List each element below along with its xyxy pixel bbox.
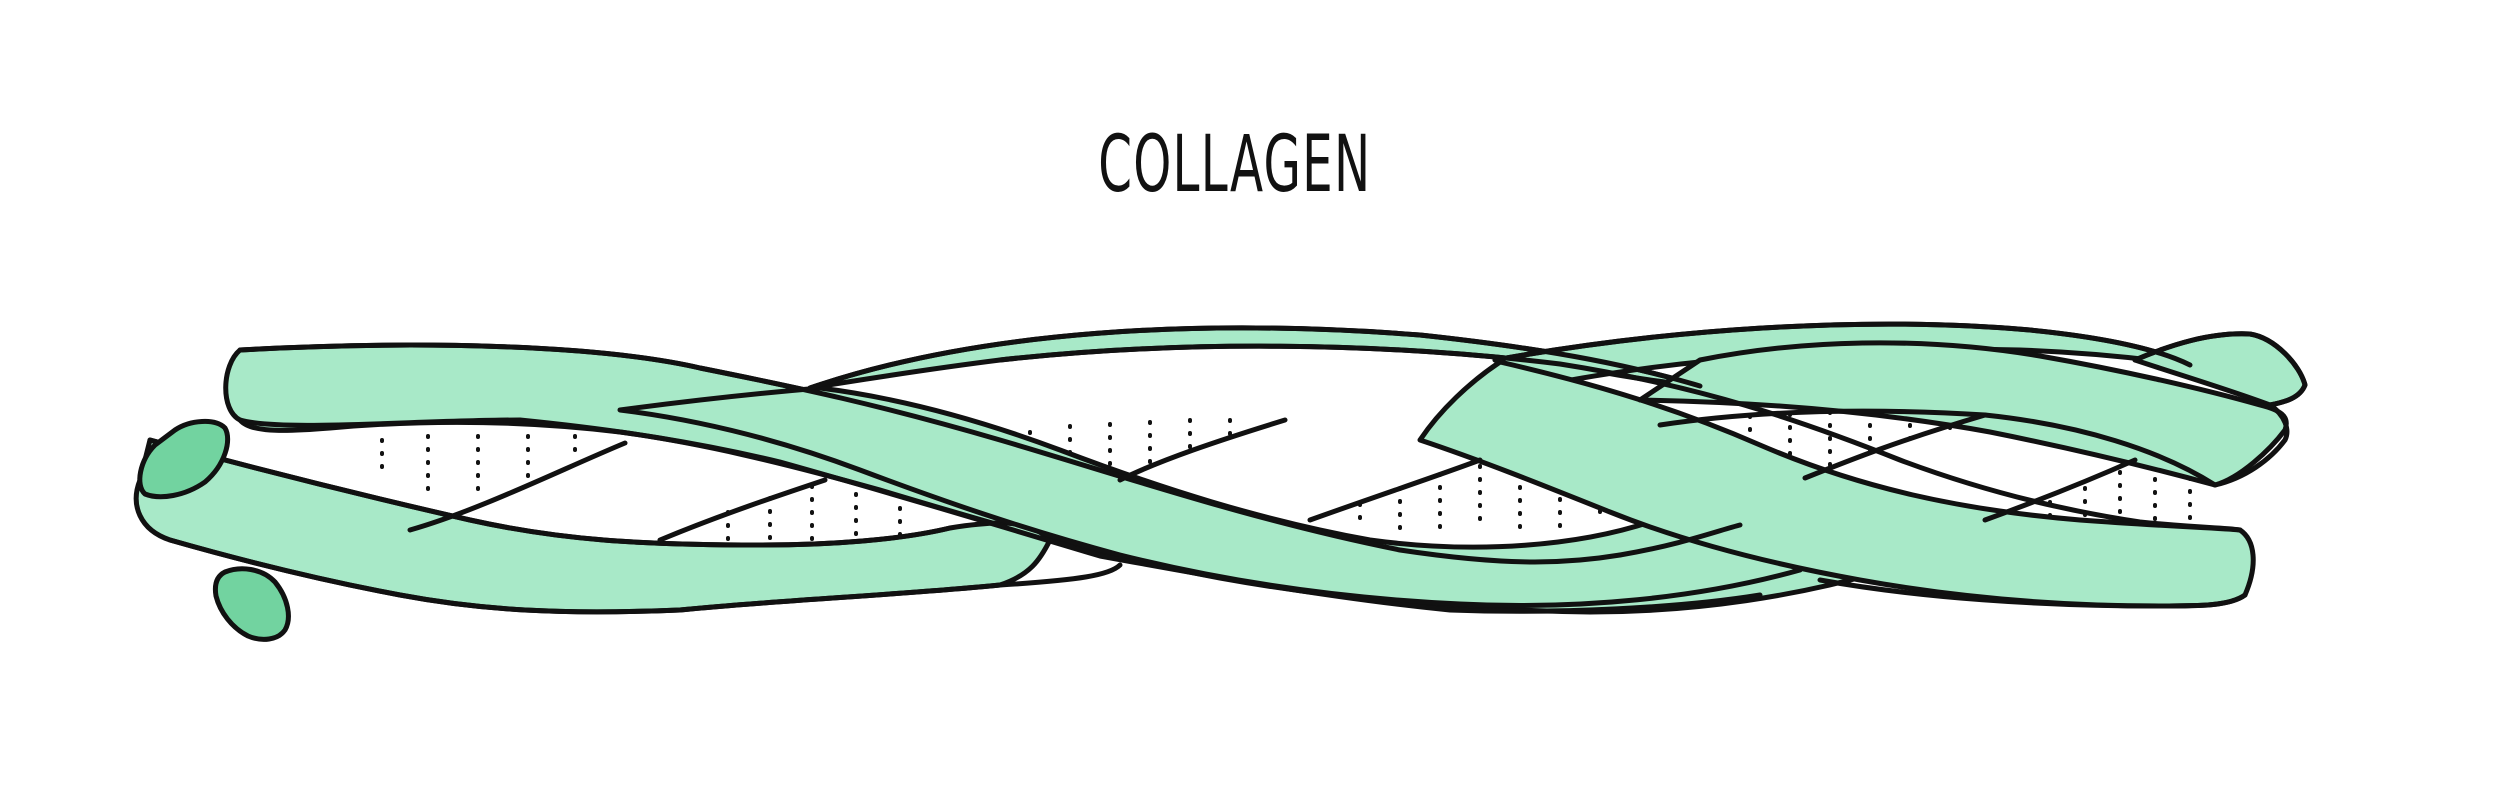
gap-region [1310,460,1640,527]
strand-end-top [137,419,231,500]
strand-end-bottom [212,566,291,642]
gap-region [1665,412,1985,478]
diagram-title: COLLAGEN [1098,120,1372,210]
gap-region [1985,460,2215,530]
gap-region [660,480,955,542]
strand-ends [137,419,291,642]
